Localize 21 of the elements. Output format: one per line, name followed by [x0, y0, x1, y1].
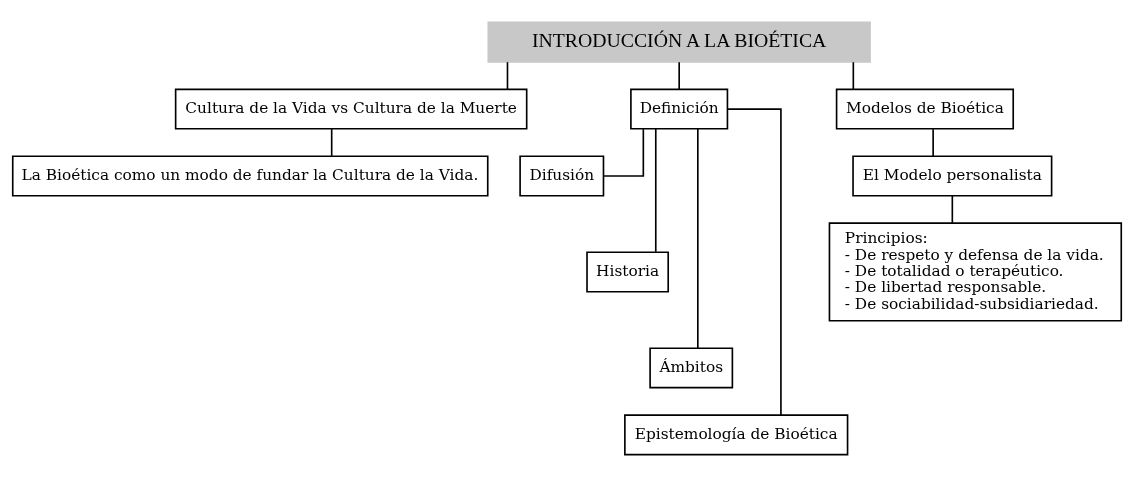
- node-box: Modelos de Bioética: [835, 88, 1015, 130]
- connector: [697, 128, 699, 349]
- connector: [602, 128, 645, 177]
- node-box: INTRODUCCIÓN A LA BIOÉTICA: [487, 21, 871, 63]
- node-box: El Modelo personalista: [852, 155, 1053, 197]
- node-box: Cultura de la Vida vs Cultura de la Muerte: [174, 88, 528, 130]
- connector: [932, 128, 934, 157]
- connector: [678, 61, 680, 90]
- node-box: La Bioética como un modo de fundar la Cultura de la Vida.: [11, 155, 489, 197]
- node-box: Epistemología de Bioética: [624, 414, 849, 456]
- connector: [726, 108, 782, 416]
- node-box: Difusión: [519, 155, 605, 197]
- node-box: Historia: [586, 251, 670, 293]
- node-box: Definición: [630, 88, 729, 130]
- node-box: Principios: - De respeto y defensa de la vida. - De totalidad o terapéutico. - De libertad responsable. - De sociabilidad-subsidiariedad.: [828, 222, 1123, 322]
- connector: [852, 61, 855, 90]
- connector: [951, 195, 954, 224]
- connector: [330, 128, 333, 157]
- connector: [506, 61, 509, 90]
- node-box: Ámbitos: [649, 347, 734, 389]
- connector: [654, 128, 657, 253]
